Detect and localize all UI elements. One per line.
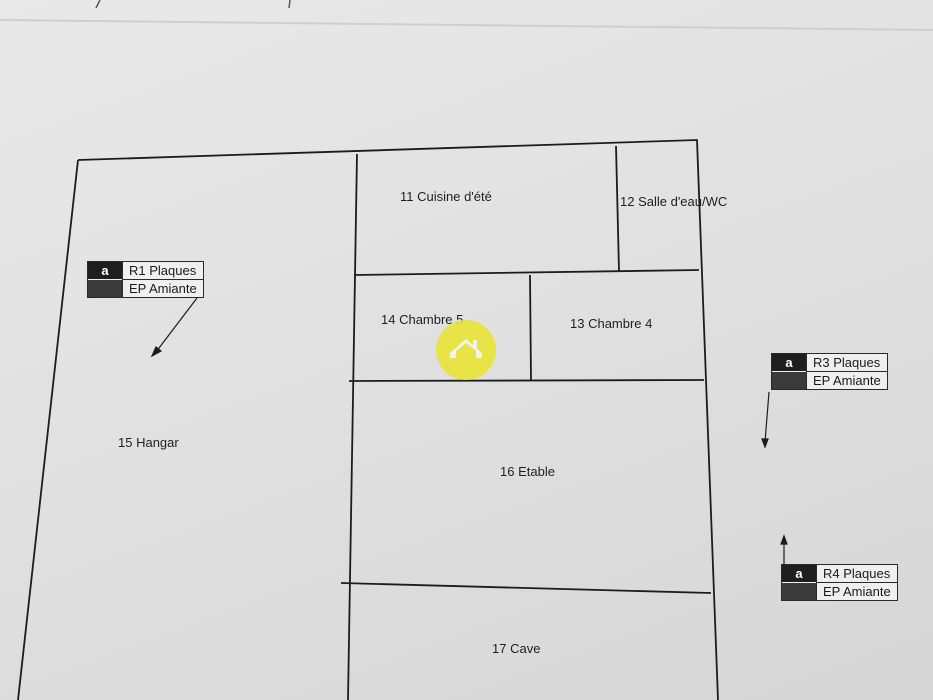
tag-r3-line2: EP Amiante	[807, 371, 887, 389]
room-cuisine-ete: 11 Cuisine d'été	[400, 189, 492, 204]
asbestos-icon-letter: a	[782, 565, 816, 583]
arrow-r4-head	[780, 534, 788, 545]
house-logo-icon	[436, 320, 496, 380]
tag-r1-line1: R1 Plaques	[129, 263, 197, 278]
tag-r3-line1: R3 Plaques	[813, 355, 881, 370]
asbestos-icon-block	[88, 280, 122, 297]
wall-row-3	[340, 582, 712, 594]
asbestos-icon: a	[772, 354, 807, 389]
tag-r4-plaques: a R4 Plaques EP Amiante	[781, 564, 898, 601]
asbestos-icon: a	[782, 565, 817, 600]
asbestos-icon-block	[782, 583, 816, 600]
wall-salle-eau	[615, 145, 620, 272]
asbestos-icon-letter: a	[88, 262, 122, 280]
wall-chambres	[529, 274, 532, 381]
room-etable: 16 Etable	[500, 464, 555, 479]
room-cave: 17 Cave	[492, 641, 541, 656]
asbestos-icon-block	[772, 372, 806, 389]
arrow-r1-head	[150, 346, 163, 358]
tag-r4-line1: R4 Plaques	[823, 566, 891, 581]
arrow-r3-line	[764, 391, 770, 443]
hangar-wall	[347, 153, 358, 700]
room-hangar: 15 Hangar	[118, 435, 179, 450]
tag-r3-plaques: a R3 Plaques EP Amiante	[771, 353, 888, 390]
room-chambre-4: 13 Chambre 4	[570, 316, 653, 331]
tag-r1-plaques: a R1 Plaques EP Amiante	[87, 261, 204, 298]
room-chambre-5: 14 Chambre 5	[381, 312, 464, 327]
tag-r1-line2: EP Amiante	[123, 279, 203, 297]
top-edge-line	[288, 0, 291, 9]
outer-wall	[17, 139, 719, 700]
asbestos-icon: a	[88, 262, 123, 297]
arrow-r1-line	[155, 297, 198, 353]
arrow-r3-head	[761, 438, 769, 449]
tag-r4-line2: EP Amiante	[817, 582, 897, 600]
room-salle-eau-wc: 12 Salle d'eau/WC	[620, 194, 728, 209]
bleed-line	[0, 19, 933, 31]
wall-row-2	[348, 379, 705, 382]
wall-row-1	[353, 269, 700, 276]
asbestos-icon-letter: a	[772, 354, 806, 372]
top-edge-line	[95, 0, 101, 9]
